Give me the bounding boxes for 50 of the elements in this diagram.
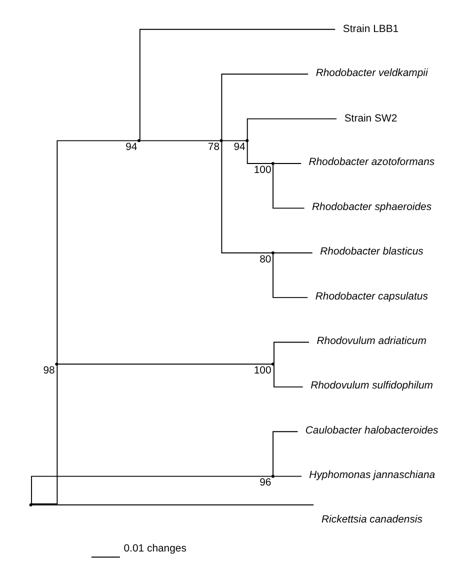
connector xyxy=(222,140,247,142)
node-text: Rhodobacter sphaeroides xyxy=(312,202,432,213)
node-label: 80 xyxy=(260,254,272,266)
node-label: 100 xyxy=(254,164,272,176)
node-label: 94 xyxy=(126,142,138,154)
node-text: Rhodobacter capsulatus xyxy=(315,291,428,302)
label: 0.01 changes xyxy=(124,543,186,554)
node-label: 94 xyxy=(234,142,246,154)
node-text: Rhodovulum adriaticum xyxy=(316,336,426,347)
node-label: 78 xyxy=(208,142,220,154)
connector xyxy=(274,364,304,388)
connector xyxy=(246,141,272,164)
node-point xyxy=(220,139,223,142)
connector xyxy=(221,141,272,254)
connector xyxy=(272,254,308,298)
node-label: 98 xyxy=(43,366,55,377)
connector xyxy=(272,431,298,476)
node-point xyxy=(55,362,58,366)
connector xyxy=(246,118,338,140)
node-point xyxy=(137,139,140,142)
node-point xyxy=(271,251,274,254)
node-text: Rhodobacter azotoformans xyxy=(308,157,435,168)
node-text: Strain SW2 xyxy=(344,113,398,124)
node-text: Caulobacter halobacteroides xyxy=(305,425,438,436)
node-text: Rickettsia canadensis xyxy=(322,514,422,526)
connector xyxy=(58,364,272,365)
node-point xyxy=(29,503,32,506)
node-point xyxy=(271,162,274,165)
connector xyxy=(139,28,336,140)
node-text: Rhodovulum sulfidophilum xyxy=(310,380,434,392)
connector xyxy=(272,164,305,209)
node-point xyxy=(271,362,274,366)
connector xyxy=(274,163,302,164)
node-label: 96 xyxy=(260,478,272,489)
node-text: Strain LBB1 xyxy=(342,24,399,36)
connector xyxy=(32,504,314,506)
connector xyxy=(274,342,310,365)
node-text: Rhodobacter veldkampii xyxy=(316,68,428,79)
connector xyxy=(56,140,138,364)
node-text: Rhodobacter blasticus xyxy=(320,246,424,258)
connector xyxy=(31,476,272,504)
node-label: 100 xyxy=(254,366,272,377)
connector xyxy=(274,252,313,254)
node-point xyxy=(246,139,249,142)
connector xyxy=(140,140,221,142)
node-text: Hyphomonas jannaschiana xyxy=(309,470,436,482)
connector xyxy=(30,364,58,504)
connector xyxy=(274,476,302,477)
node-point xyxy=(271,474,274,478)
connector xyxy=(221,74,309,140)
